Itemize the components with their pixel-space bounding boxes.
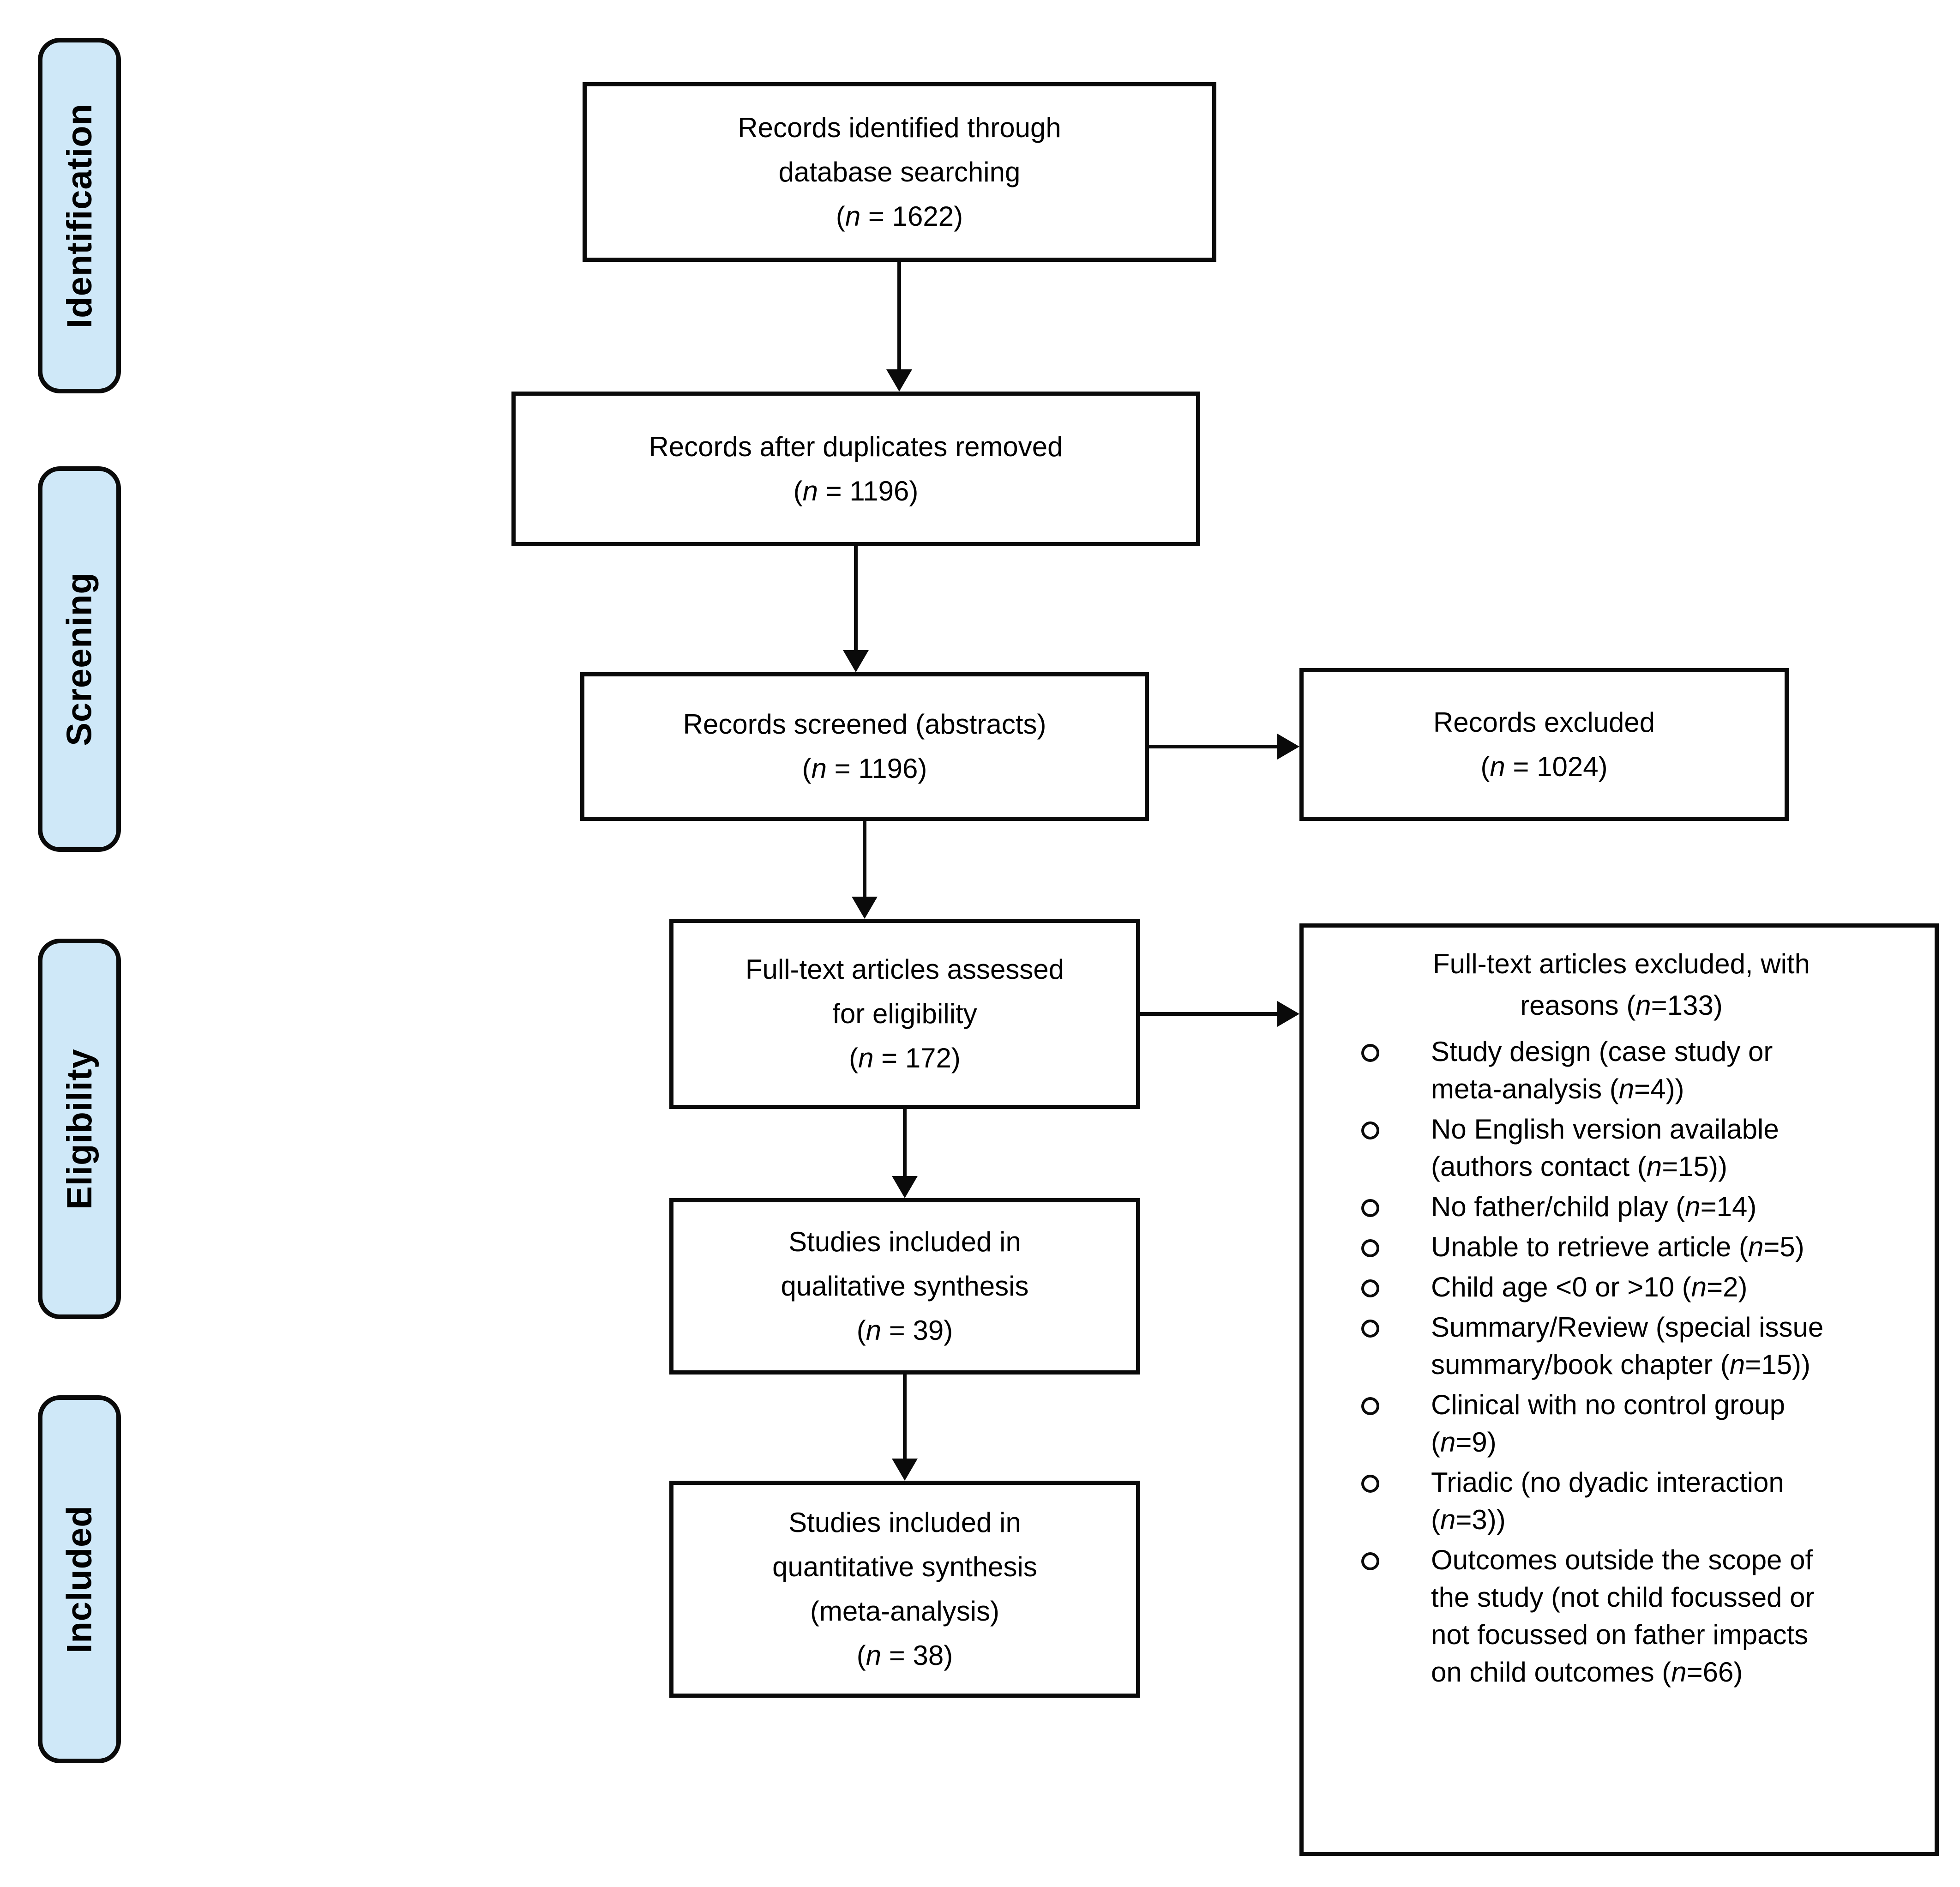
box-line: (n = 39) bbox=[856, 1315, 953, 1346]
box-records-screened: Records screened (abstracts) (n = 1196) bbox=[580, 672, 1149, 821]
box-line: qualitative synthesis bbox=[781, 1271, 1029, 1302]
exclusion-reason-text: No English version available (authors co… bbox=[1431, 1114, 1779, 1182]
arrow-line bbox=[1149, 745, 1277, 748]
arrow-line bbox=[903, 1109, 907, 1176]
exclusion-reason: No father/child play (n=14) bbox=[1361, 1188, 1916, 1225]
box-line: Records screened (abstracts) bbox=[683, 709, 1046, 740]
exclusion-reason-text: No father/child play (n=14) bbox=[1431, 1191, 1757, 1222]
exclusion-reason-text: Outcomes outside the scope of the study … bbox=[1431, 1544, 1815, 1688]
arrow-line bbox=[1140, 1012, 1277, 1016]
exclusion-reason: Clinical with no control group (n=9) bbox=[1361, 1386, 1916, 1461]
circle-bullet-icon bbox=[1361, 1552, 1379, 1570]
box-line: for eligibility bbox=[832, 998, 977, 1029]
arrow-line bbox=[863, 821, 866, 897]
box-qualitative-synthesis: Studies included in qualitative synthesi… bbox=[669, 1198, 1140, 1375]
box-line: (n = 38) bbox=[856, 1640, 953, 1671]
box-line: Studies included in bbox=[788, 1507, 1021, 1538]
box-line: database searching bbox=[778, 156, 1021, 187]
exclusion-reason-text: Clinical with no control group (n=9) bbox=[1431, 1389, 1786, 1458]
arrow-head-icon bbox=[1277, 1001, 1299, 1027]
arrow-line bbox=[903, 1375, 907, 1459]
circle-bullet-icon bbox=[1361, 1044, 1379, 1062]
stage-identification-label: Identification bbox=[60, 103, 99, 328]
arrow-head-icon bbox=[1277, 734, 1299, 760]
circle-bullet-icon bbox=[1361, 1397, 1379, 1415]
exclusion-reason: Study design (case study or meta-analysi… bbox=[1361, 1033, 1916, 1108]
circle-bullet-icon bbox=[1361, 1475, 1379, 1493]
exclusion-reason-text: Summary/Review (special issue summary/bo… bbox=[1431, 1312, 1824, 1380]
box-line: (n = 1622) bbox=[836, 200, 963, 232]
arrow-head-icon bbox=[852, 897, 878, 919]
box-line: quantitative synthesis bbox=[772, 1551, 1037, 1582]
box-duplicates-removed: Records after duplicates removed (n = 11… bbox=[511, 392, 1200, 546]
exclusion-heading: Full-text articles excluded, with reason… bbox=[1433, 948, 1810, 1021]
exclusion-reason-text: Triadic (no dyadic interaction (n=3)) bbox=[1431, 1467, 1784, 1535]
box-fulltext-assessed: Full-text articles assessed for eligibil… bbox=[669, 919, 1140, 1109]
exclusion-reason: Triadic (no dyadic interaction (n=3)) bbox=[1361, 1464, 1916, 1538]
box-line: (n = 1196) bbox=[793, 475, 919, 506]
box-line: Studies included in bbox=[788, 1226, 1021, 1257]
exclusion-reason-text: Child age <0 or >10 (n=2) bbox=[1431, 1272, 1748, 1302]
stage-eligibility: Eligibility bbox=[38, 939, 121, 1319]
box-line: Full-text articles assessed bbox=[745, 954, 1064, 985]
box-line: Records after duplicates removed bbox=[649, 431, 1063, 462]
exclusion-reason: No English version available (authors co… bbox=[1361, 1110, 1916, 1185]
arrow-head-icon bbox=[886, 369, 912, 392]
exclusion-reason-text: Unable to retrieve article (n=5) bbox=[1431, 1231, 1804, 1262]
box-line: Records identified through bbox=[738, 112, 1061, 143]
box-line: (n = 1196) bbox=[802, 753, 927, 784]
exclusion-reason: Summary/Review (special issue summary/bo… bbox=[1361, 1308, 1916, 1383]
box-line: (meta-analysis) bbox=[810, 1596, 1000, 1627]
box-line: (n = 172) bbox=[849, 1043, 961, 1073]
box-fulltext-excluded: Full-text articles excluded, with reason… bbox=[1299, 923, 1939, 1856]
circle-bullet-icon bbox=[1361, 1279, 1379, 1297]
arrow-head-icon bbox=[892, 1176, 918, 1198]
stage-screening-label: Screening bbox=[60, 572, 99, 746]
stage-screening: Screening bbox=[38, 466, 121, 852]
stage-included: Included bbox=[38, 1395, 121, 1763]
arrow-head-icon bbox=[843, 650, 869, 672]
circle-bullet-icon bbox=[1361, 1320, 1379, 1338]
exclusion-reason-text: Study design (case study or meta-analysi… bbox=[1431, 1036, 1773, 1104]
arrow-line bbox=[897, 262, 901, 369]
stage-identification: Identification bbox=[38, 38, 121, 393]
box-line: Records excluded bbox=[1433, 706, 1655, 738]
circle-bullet-icon bbox=[1361, 1239, 1379, 1257]
box-records-excluded: Records excluded (n = 1024) bbox=[1299, 668, 1789, 821]
arrow-head-icon bbox=[892, 1459, 918, 1481]
stage-included-label: Included bbox=[60, 1505, 99, 1653]
box-records-identified: Records identified through database sear… bbox=[583, 82, 1216, 262]
exclusion-reason: Unable to retrieve article (n=5) bbox=[1361, 1228, 1916, 1266]
exclusion-reason: Child age <0 or >10 (n=2) bbox=[1361, 1268, 1916, 1306]
circle-bullet-icon bbox=[1361, 1121, 1379, 1139]
stage-eligibility-label: Eligibility bbox=[60, 1048, 99, 1210]
box-line: (n = 1024) bbox=[1480, 751, 1608, 782]
box-quantitative-synthesis: Studies included in quantitative synthes… bbox=[669, 1481, 1140, 1698]
arrow-line bbox=[854, 546, 858, 650]
circle-bullet-icon bbox=[1361, 1199, 1379, 1217]
exclusion-reason: Outcomes outside the scope of the study … bbox=[1361, 1541, 1916, 1691]
